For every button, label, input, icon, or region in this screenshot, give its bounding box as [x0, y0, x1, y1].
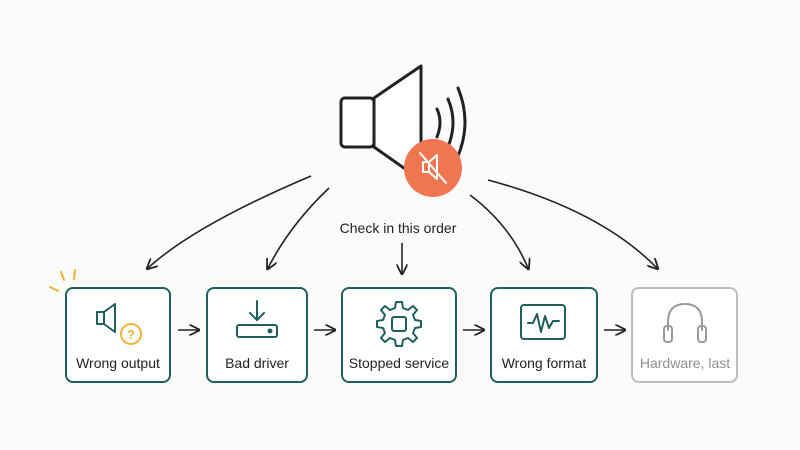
connector-arrows — [148, 175, 657, 268]
question-badge-icon: ? — [120, 323, 142, 345]
step-bad-driver: Bad driver — [206, 287, 308, 383]
step-hardware-last: Hardware, last — [631, 287, 738, 383]
speaker-question-icon — [96, 303, 116, 333]
step-label: Wrong format — [502, 355, 587, 371]
order-caption: Check in this order — [340, 220, 457, 236]
step-stopped-service: Stopped service — [341, 287, 457, 383]
svg-text:?: ? — [127, 327, 135, 342]
headphones-icon — [663, 303, 707, 343]
muted-speaker-icon — [419, 152, 447, 184]
step-label: Stopped service — [349, 355, 450, 371]
sound-waves-icon — [435, 86, 467, 158]
step-label: Hardware, last — [640, 355, 730, 371]
step-wrong-format: Wrong format — [490, 287, 598, 383]
gear-chip-icon — [376, 301, 422, 347]
arrow-to-hardware — [487, 179, 657, 268]
waveform-icon — [520, 304, 566, 340]
download-driver-icon — [236, 300, 278, 338]
arrow-to-bad-driver — [268, 187, 330, 268]
arrow-to-wrong-output — [148, 175, 312, 268]
highlight-sparks — [49, 269, 76, 292]
mute-badge — [404, 139, 462, 197]
step-wrong-output: ? Wrong output — [65, 287, 171, 383]
step-label: Wrong output — [76, 355, 160, 371]
step-label: Bad driver — [225, 355, 289, 371]
arrow-to-wrong-format — [469, 194, 528, 268]
